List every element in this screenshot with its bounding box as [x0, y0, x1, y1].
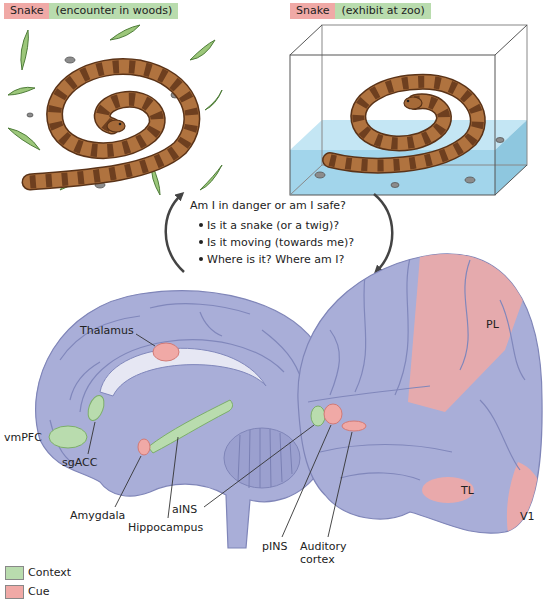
region-label: pINS [262, 540, 287, 553]
legend-swatch [5, 566, 24, 580]
tag-text: Snake [296, 4, 329, 17]
region-label: TL [461, 484, 474, 497]
region-label: Thalamus [80, 324, 134, 337]
legend-text: Context [28, 566, 71, 579]
region-label: Auditory cortex [300, 540, 358, 566]
legend-text: Cue [28, 585, 49, 598]
lateral-brain [298, 254, 546, 538]
cycle-arrows [166, 194, 393, 272]
bullet-text: Where is it? Where am I? [207, 253, 344, 266]
region-label: V1 [520, 510, 535, 523]
cue-tag: Snake [290, 3, 335, 19]
cue-tag: Snake [4, 3, 49, 19]
glass-box [290, 25, 527, 195]
zoo-scene [290, 25, 527, 195]
context-tag: (exhibit at zoo) [335, 3, 430, 19]
bullet-text: Is it a snake (or a twig)? [207, 219, 339, 232]
region-label: aINS [172, 503, 197, 516]
region-label: Amygdala [70, 509, 125, 522]
medial-brain [36, 291, 320, 548]
rocks [27, 57, 194, 188]
region-label: vmPFC [4, 431, 42, 444]
snake [30, 67, 192, 182]
tag-text: (exhibit at zoo) [341, 4, 424, 17]
question-text: Am I in danger or am I safe? [190, 199, 346, 212]
tag-text: Snake [10, 4, 43, 17]
bullet-text: Is it moving (towards me)? [207, 236, 354, 249]
context-tag: (encounter in woods) [49, 3, 178, 19]
tag-text: (encounter in woods) [55, 4, 172, 17]
snake [330, 82, 478, 166]
legend-swatch [5, 585, 24, 599]
bullet-dots [199, 223, 203, 261]
region-label: PL [486, 318, 499, 331]
woods-scene [8, 25, 222, 195]
region-label: Hippocampus [128, 521, 203, 534]
leaves [8, 25, 222, 195]
region-label: sgACC [62, 456, 97, 469]
leader-lines [88, 334, 352, 537]
